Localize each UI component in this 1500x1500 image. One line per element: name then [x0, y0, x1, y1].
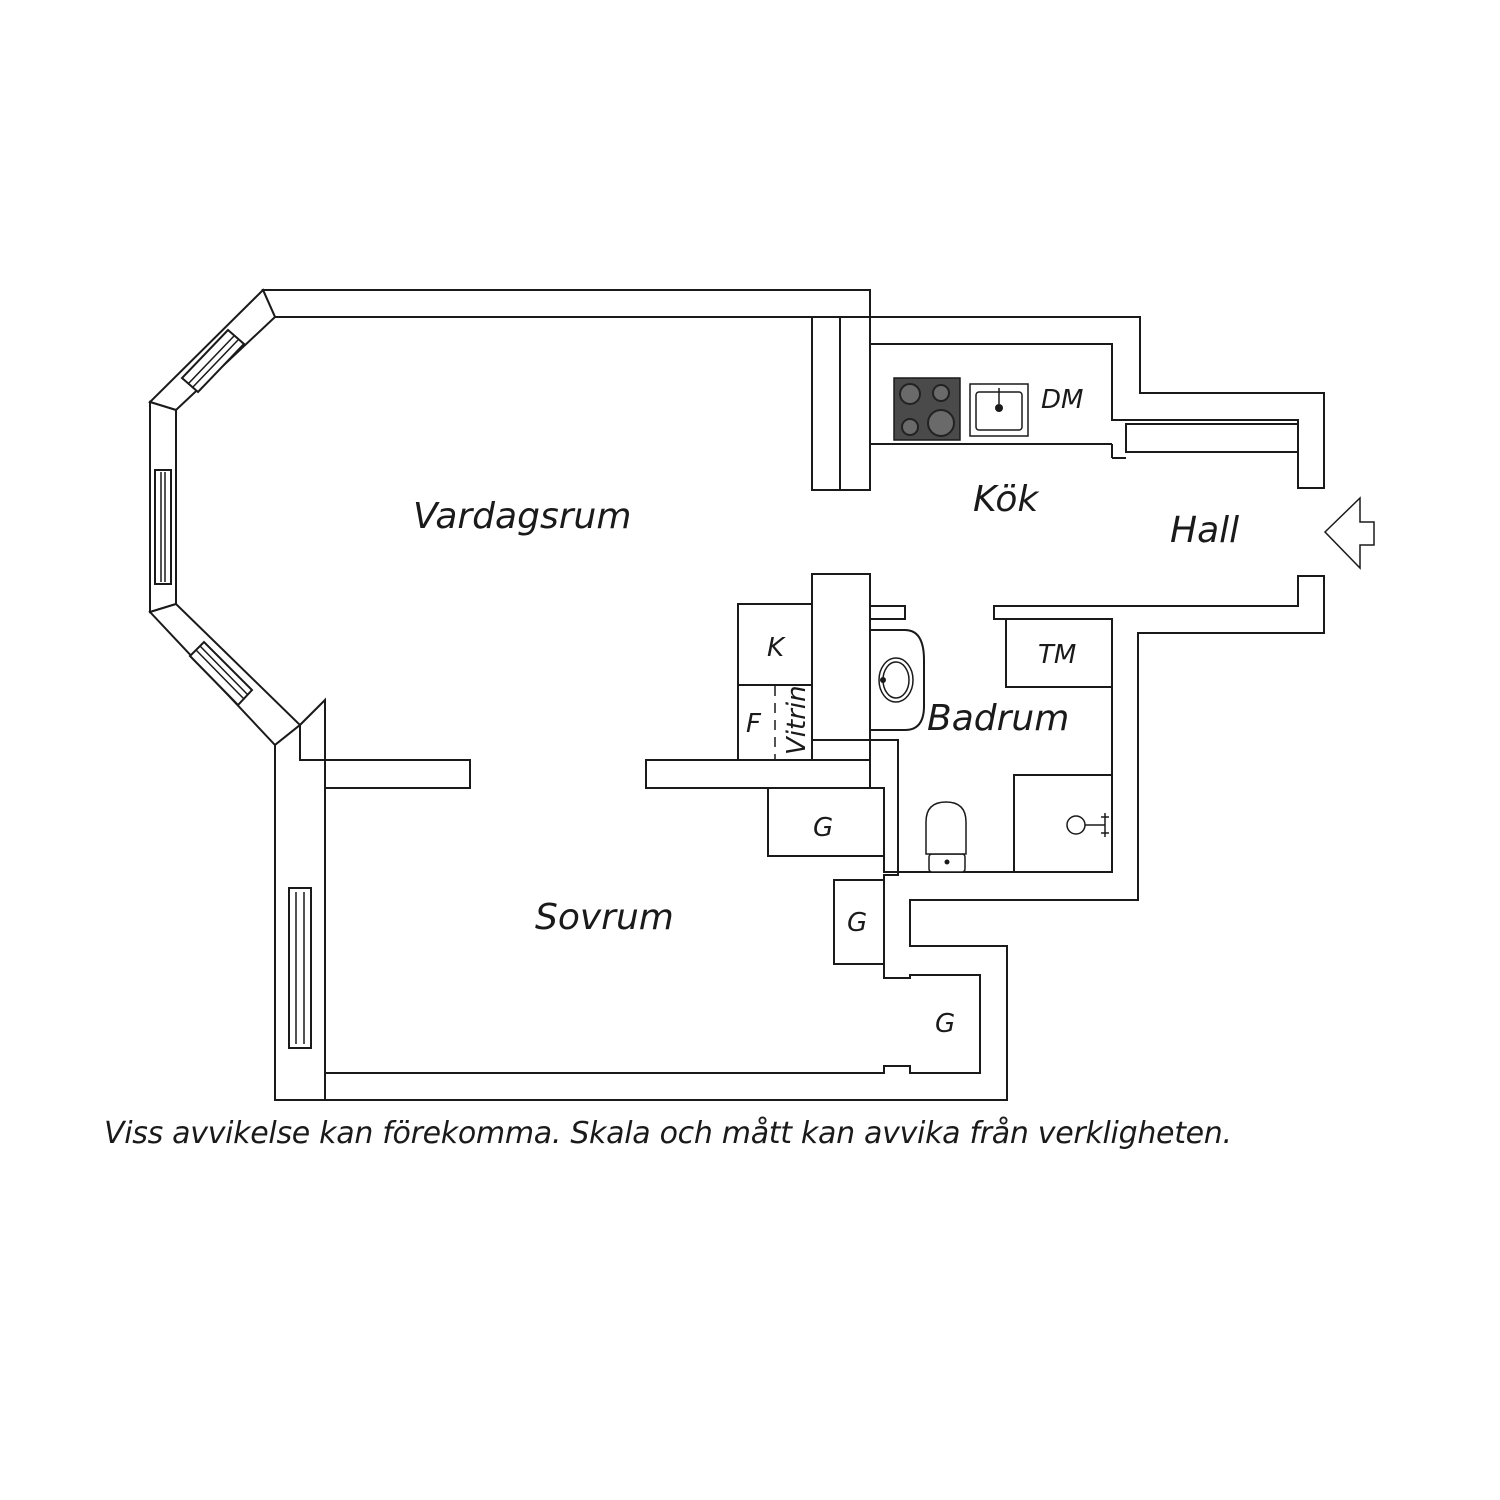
window-bay-lower — [188, 640, 254, 707]
wardrobe-1 — [767, 787, 885, 857]
wall-hall-upper-stub — [1125, 423, 1299, 453]
wall-kitchen-left — [839, 316, 871, 491]
toilet-icon — [925, 801, 967, 873]
washing-machine-label: TM — [1038, 640, 1076, 670]
kitchen-sink-icon — [969, 383, 1029, 437]
wardrobe-3-label: G — [935, 1009, 955, 1039]
windows — [154, 328, 312, 1049]
window-bedroom — [288, 887, 312, 1049]
shower-icon — [1013, 774, 1113, 873]
wall-bath-top-left-stub — [869, 605, 906, 620]
closet-k-label: K — [767, 633, 786, 663]
wall-living-top-right-return — [811, 316, 841, 491]
stove-icon — [893, 377, 961, 441]
window-bay-upper — [180, 328, 246, 394]
wardrobe-1-label: G — [813, 813, 833, 843]
washbasin-icon — [870, 629, 925, 731]
disclaimer-text: Viss avvikelse kan förekomma. Skala och … — [104, 1116, 1232, 1151]
kitchen-counter — [870, 443, 1126, 459]
dishwasher-label: DM — [1041, 385, 1083, 415]
vitrin-label: Vitrin — [782, 685, 812, 755]
wall-bedroom-west-upper — [299, 697, 326, 761]
wardrobe-2 — [833, 879, 885, 965]
room-label-vardagsrum: Vardagsrum — [413, 496, 631, 537]
entrance-arrow-icon — [1323, 496, 1375, 570]
wardrobe-2-label: G — [847, 908, 867, 938]
room-label-kok: Kök — [973, 479, 1040, 520]
closet-block — [737, 603, 813, 761]
wall-living-top — [261, 289, 871, 318]
window-bay-middle — [154, 469, 172, 585]
wall-living-bedroom-right — [645, 759, 871, 789]
washing-machine-box — [1005, 618, 1113, 688]
wall-living-bedroom-left — [324, 759, 471, 789]
wall-kitchen-top — [869, 290, 1325, 489]
room-label-badrum: Badrum — [927, 698, 1069, 739]
room-label-sovrum: Sovrum — [535, 897, 674, 938]
closet-f-label: F — [746, 709, 762, 739]
room-label-hall: Hall — [1170, 510, 1239, 551]
wall-hall-bottom — [324, 575, 1325, 1101]
wall-center-column — [811, 573, 871, 741]
